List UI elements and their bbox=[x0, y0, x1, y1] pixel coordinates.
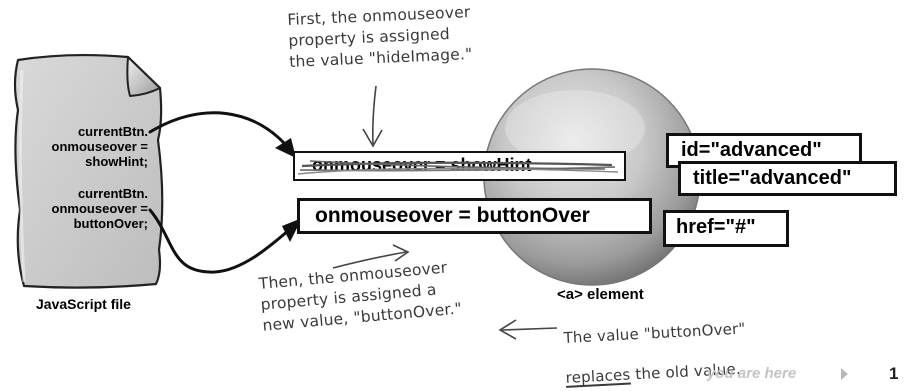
page-number: 1 bbox=[889, 364, 899, 383]
title-attribute-text: title="advanced" bbox=[693, 167, 852, 189]
new-property-box: onmouseover = buttonOver bbox=[297, 198, 652, 234]
arrow-to-old-property bbox=[148, 111, 296, 158]
old-property-box: onmouseover = showHint bbox=[293, 151, 626, 181]
file-code-showhint: currentBtn. onmouseover = showHint; bbox=[51, 124, 148, 169]
annotation-first: First, the onmouseover property is assig… bbox=[287, 3, 473, 71]
new-property-text: onmouseover = buttonOver bbox=[315, 204, 590, 227]
triangle-right-icon bbox=[841, 368, 848, 380]
annotation-replace-line1: The value "buttonOver" bbox=[563, 319, 746, 347]
old-property-text: onmouseover = showHint bbox=[312, 155, 532, 175]
arrow-down-to-old bbox=[362, 85, 383, 148]
file-code-buttonover: currentBtn. onmouseover = buttonOver; bbox=[51, 186, 148, 231]
annotation-replace-word: replaces bbox=[565, 365, 631, 387]
id-attribute-text: id="advanced" bbox=[681, 139, 822, 161]
title-attribute-box: title="advanced" bbox=[678, 161, 897, 196]
arrow-to-new-property bbox=[148, 208, 302, 274]
arrow-left-replace bbox=[498, 319, 558, 340]
file-caption: JavaScript file bbox=[36, 296, 131, 312]
element-caption: <a> element bbox=[557, 286, 644, 303]
javascript-file-icon bbox=[13, 53, 164, 289]
href-attribute-text: href="#" bbox=[676, 216, 756, 238]
href-attribute-box: href="#" bbox=[663, 210, 789, 247]
you-are-here-label: you are here bbox=[707, 365, 797, 382]
arrow-up-to-new bbox=[332, 244, 410, 269]
